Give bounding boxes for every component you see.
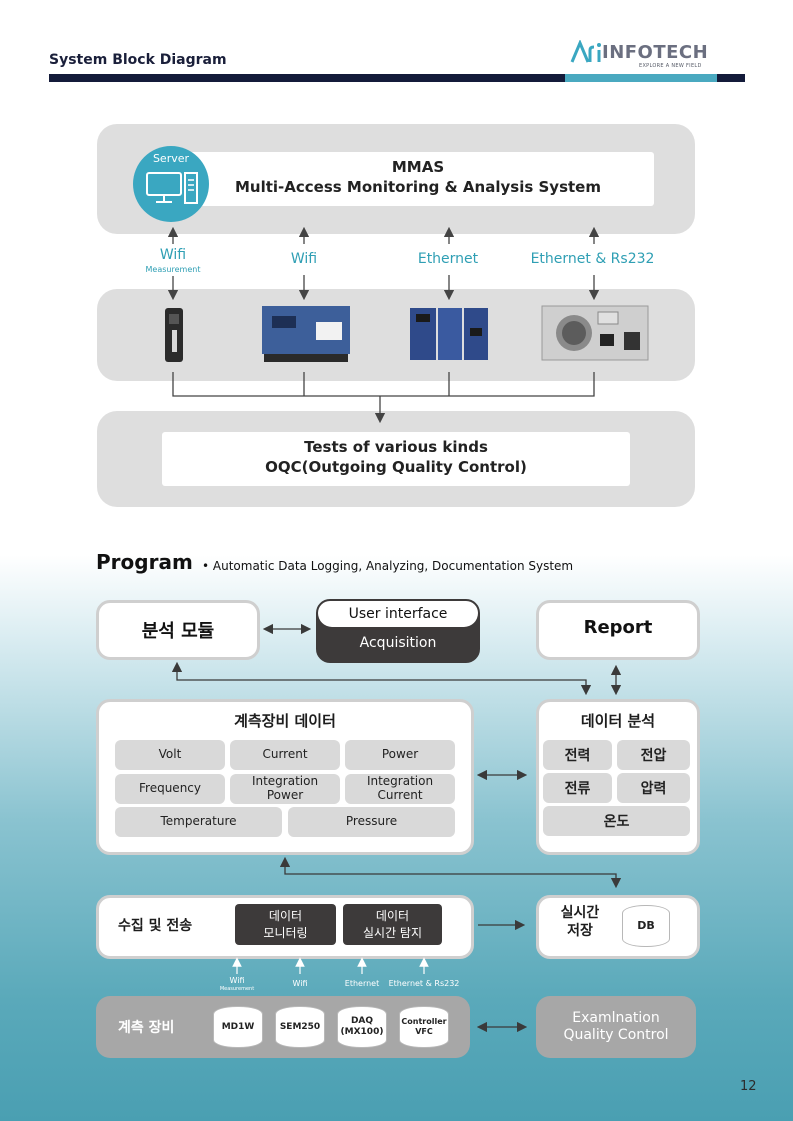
controller-icon [541, 305, 649, 361]
exam-qc-label: Examlnation Quality Control [536, 1010, 696, 1044]
link-label-ethernet-rs232: Ethernet & Rs232 [530, 251, 655, 267]
link-label-wifi-measurement: Wifi [159, 247, 187, 263]
analysis-module-box: 분석 모듈 [96, 600, 260, 660]
prog-link-wifi-measurement: Wifi [229, 976, 245, 985]
mmas-subtitle: Multi-Access Monitoring & Analysis Syste… [235, 178, 601, 196]
cell-current: Current [230, 740, 340, 770]
cell-voltage-kr: 전압 [617, 740, 690, 770]
header-divider [49, 74, 745, 82]
tests-box: Tests of various kinds OQC(Outgoing Qual… [162, 432, 630, 486]
prog-link-ethernet-rs232: Ethernet & Rs232 [388, 979, 460, 988]
measure-data-title: 계측장비 데이터 [234, 712, 336, 730]
tests-line1: Tests of various kinds [304, 438, 488, 456]
realtime-storage-label: 실시간 저장 [554, 905, 606, 940]
program-title: Program [96, 550, 193, 574]
ui-box: User interface Acquisition [316, 599, 480, 663]
prog-link-wifi: Wifi [292, 979, 308, 988]
equipment-sem250: SEM250 [275, 1006, 325, 1048]
exam-line1: Examlnation [572, 1010, 660, 1026]
prog-link-measurement-sub: Measurement [219, 986, 255, 992]
cell-power-kr: 전력 [543, 740, 612, 770]
header-accent-bar [565, 74, 717, 82]
handheld-meter-icon [165, 308, 183, 362]
data-monitoring-box: 데이터 모니터링 [235, 904, 336, 945]
collect-title: 수집 및 전송 [118, 918, 193, 934]
realtime-line1: 실시간 [560, 905, 600, 921]
cell-power: Power [345, 740, 455, 770]
cell-temperature: Temperature [115, 807, 282, 837]
link-sublabel-measurement: Measurement [145, 265, 201, 274]
report-box: Report [536, 600, 700, 660]
cell-current-kr: 전류 [543, 773, 612, 803]
equipment-daq: DAQ (MX100) [337, 1006, 387, 1048]
daq-icon [410, 308, 488, 360]
report-label: Report [583, 617, 653, 638]
exam-line2: Quality Control [563, 1026, 669, 1043]
cell-pressure-kr: 압력 [617, 773, 690, 803]
realtime-detect-box: 데이터 실시간 탐지 [343, 904, 442, 945]
mmas-box: MMAS Multi-Access Monitoring & Analysis … [182, 152, 654, 206]
logo-text: INFOTECH [602, 42, 709, 63]
logo-mark [570, 40, 601, 63]
logo-tagline: EXPLORE A NEW FIELD [639, 63, 702, 69]
server-label: Server [152, 152, 190, 165]
exam-qc-panel [536, 996, 696, 1058]
realtime-storage-panel [536, 895, 700, 959]
cell-frequency: Frequency [115, 774, 225, 804]
mmas-title: MMAS [391, 158, 445, 176]
cell-volt: Volt [115, 740, 225, 770]
data-analysis-title: 데이터 분석 [580, 712, 656, 730]
program-description: • Automatic Data Logging, Analyzing, Doc… [202, 559, 574, 573]
db-cylinder: DB [622, 905, 670, 947]
cell-pressure: Pressure [288, 807, 455, 837]
page-title: System Block Diagram [49, 52, 227, 68]
prog-link-ethernet: Ethernet [344, 979, 380, 988]
cell-integration-current: Integration Current [345, 774, 455, 804]
ui-top-label: User interface [318, 601, 478, 627]
power-meter-icon [262, 306, 350, 362]
ui-bottom-label: Acquisition [359, 635, 437, 651]
equipment-md1w: MD1W [213, 1006, 263, 1048]
page-number: 12 [740, 1079, 757, 1094]
equipment-title: 계측 장비 [118, 1020, 175, 1036]
cell-temperature-kr: 온도 [543, 806, 690, 836]
realtime-line2: 저장 [567, 922, 593, 939]
link-label-wifi: Wifi [290, 251, 318, 267]
tests-line2: OQC(Outgoing Quality Control) [265, 458, 527, 476]
server-icon [146, 172, 198, 204]
cell-integration-power: Integration Power [230, 774, 340, 804]
link-label-ethernet: Ethernet [417, 251, 479, 267]
analysis-module-label: 분석 모듈 [141, 621, 215, 642]
system-connectors [167, 226, 600, 424]
equipment-controller: Controller VFC [399, 1006, 449, 1048]
